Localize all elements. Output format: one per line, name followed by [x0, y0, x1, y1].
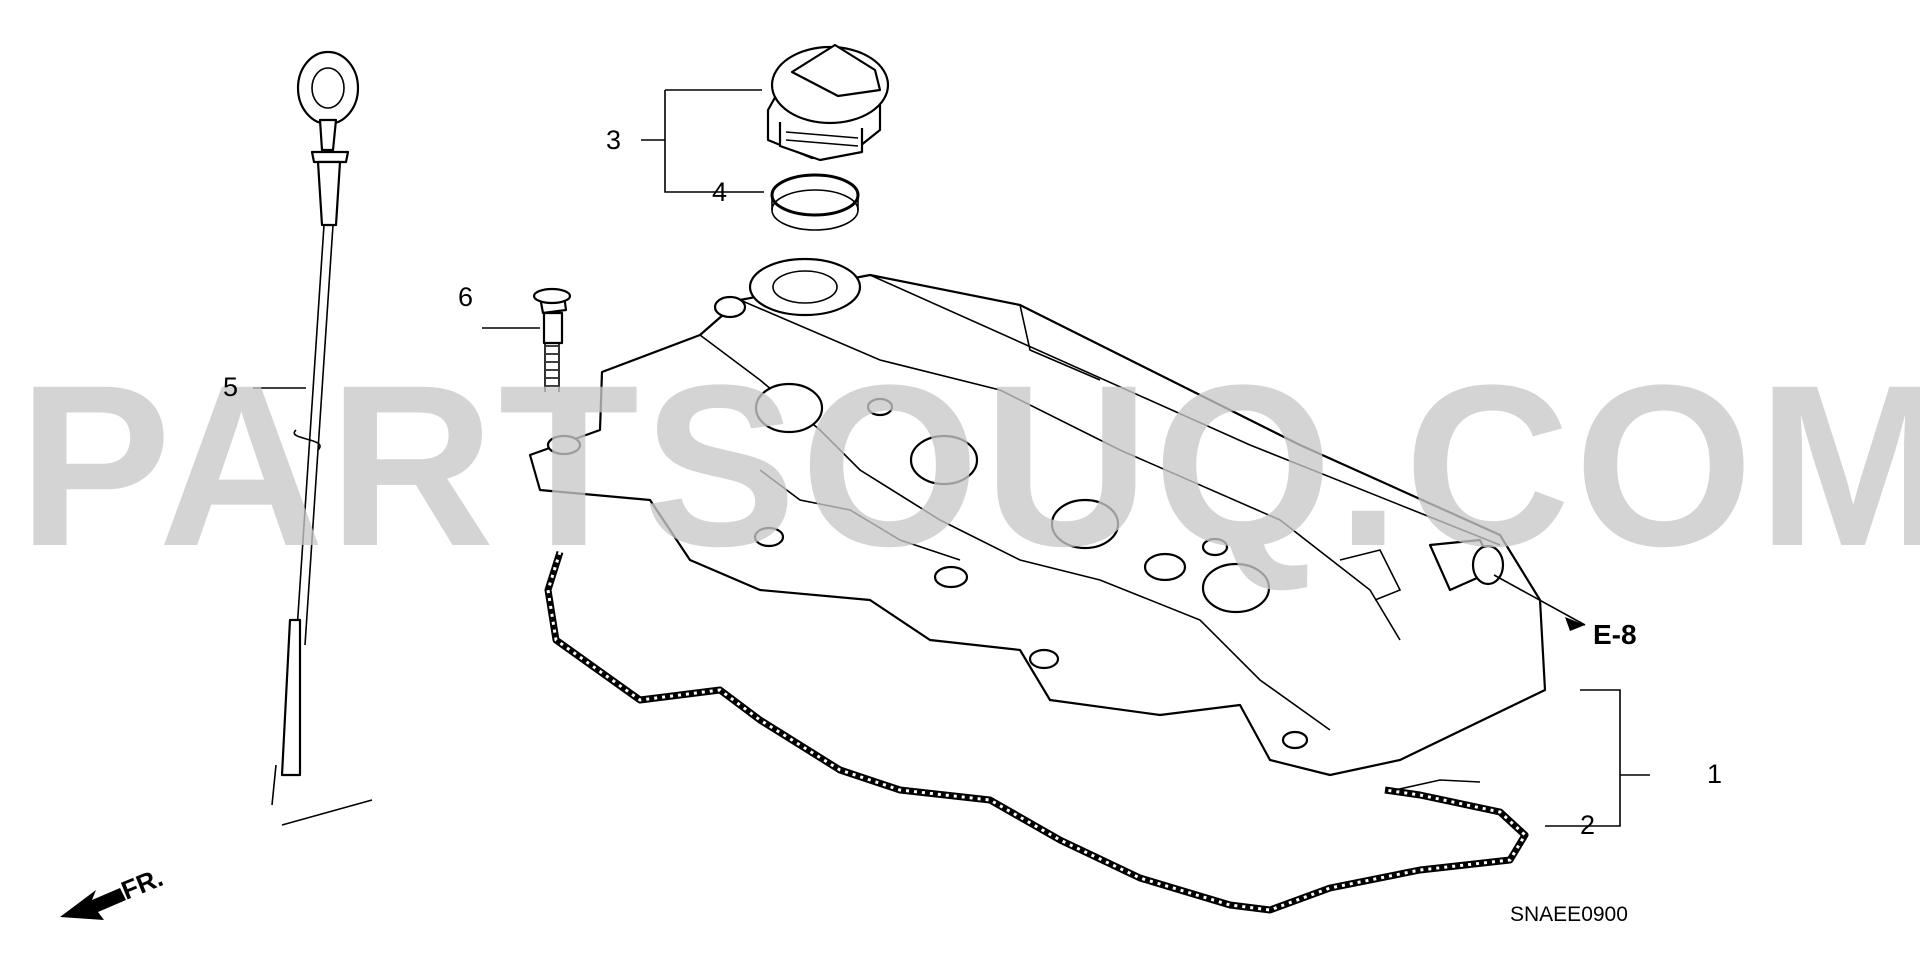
- filler-cap-o-ring[interactable]: [770, 173, 860, 231]
- oil-level-dipstick[interactable]: [271, 50, 373, 826]
- diagram-code: SNAEE0900: [1510, 903, 1628, 926]
- callout-6[interactable]: 6: [458, 282, 473, 312]
- callout-3[interactable]: 3: [606, 125, 621, 155]
- cylinder-head-cover[interactable]: [528, 257, 1547, 777]
- flange-bolt[interactable]: [532, 287, 572, 392]
- watermark-text: PARTSOUQ.COM: [18, 337, 1920, 594]
- front-direction-indicator: FR.: [60, 862, 167, 920]
- callout-5[interactable]: 5: [223, 372, 238, 402]
- front-arrow-icon: [60, 888, 126, 920]
- leader-lines: [253, 89, 1650, 827]
- callout-2[interactable]: 2: [1580, 810, 1595, 840]
- section-reference-link[interactable]: E-8: [1593, 619, 1637, 650]
- head-cover-gasket[interactable]: [544, 550, 1529, 914]
- oil-filler-cap[interactable]: [766, 43, 890, 162]
- callout-4[interactable]: 4: [712, 177, 727, 207]
- callout-1[interactable]: 1: [1707, 759, 1722, 789]
